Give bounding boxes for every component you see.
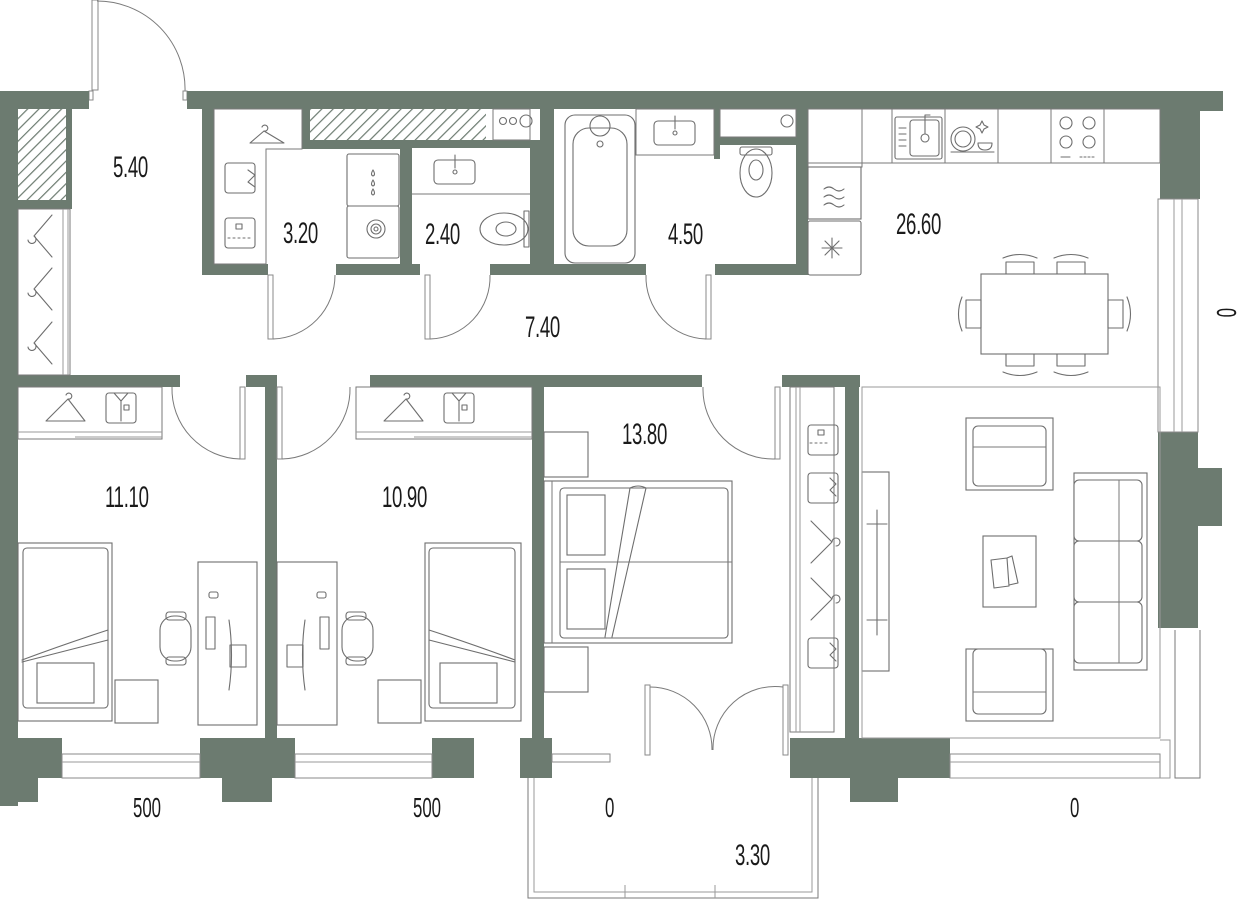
shirt-folded-icon bbox=[224, 217, 256, 249]
shirt-folded-icon bbox=[224, 162, 256, 194]
snowflake-icon bbox=[821, 237, 843, 259]
armchair-icon bbox=[965, 648, 1054, 722]
wc-fixtures bbox=[412, 154, 530, 248]
dressing-fixtures bbox=[213, 108, 533, 265]
bathtub-icon bbox=[564, 114, 636, 264]
room-area-balcony: 3.30 bbox=[735, 839, 770, 872]
shirt-icon bbox=[443, 392, 475, 424]
dimension-living-window-right: 0 bbox=[1211, 308, 1242, 318]
bathroom-fixtures bbox=[564, 108, 797, 264]
water-drops-icon bbox=[370, 169, 376, 196]
office-chair-icon bbox=[341, 611, 374, 666]
bedroom2-furniture bbox=[276, 386, 533, 726]
dimension-bedroom2-window: 500 bbox=[413, 792, 442, 823]
dishwasher-icon bbox=[950, 120, 995, 153]
cooktop-icon bbox=[1059, 116, 1097, 158]
room-area-dressing-room: 3.20 bbox=[283, 217, 318, 250]
room-area-entrance-hall: 5.40 bbox=[113, 151, 148, 184]
chair-icon bbox=[957, 253, 1132, 377]
hanger-icon bbox=[249, 124, 285, 144]
doors bbox=[171, 274, 789, 756]
sink-icon bbox=[433, 154, 476, 185]
shirt-folded-icon bbox=[807, 637, 839, 669]
room-area-bedroom-1: 11.10 bbox=[105, 481, 149, 514]
dining-table bbox=[957, 253, 1132, 377]
hanger-icon bbox=[383, 392, 424, 422]
office-chair-icon bbox=[159, 611, 192, 666]
dimension-bedroom1-window: 500 bbox=[133, 792, 162, 823]
spiral-icon bbox=[366, 219, 386, 239]
hall-wardrobe bbox=[17, 208, 71, 376]
master-wardrobe bbox=[789, 386, 841, 733]
meter-icon bbox=[498, 114, 533, 128]
hanger-icon bbox=[27, 214, 53, 365]
coffee-table bbox=[982, 535, 1037, 608]
room-area-bathroom: 4.50 bbox=[668, 218, 703, 251]
computer-icon bbox=[205, 591, 247, 691]
sofa-icon bbox=[1073, 472, 1148, 671]
room-area-master-bedroom: 13.80 bbox=[622, 418, 667, 451]
heat-waves-icon bbox=[823, 186, 845, 208]
room-area-bedroom-2: 10.90 bbox=[382, 481, 427, 514]
shirt-icon bbox=[105, 392, 137, 424]
bedroom1-furniture bbox=[17, 386, 258, 726]
hanger-icon bbox=[45, 392, 86, 422]
room-area-guest-wc: 2.40 bbox=[425, 218, 460, 251]
toilet-icon bbox=[479, 210, 530, 248]
kitchen-fixtures bbox=[807, 108, 1161, 276]
kitchen-sink-icon bbox=[894, 114, 943, 160]
windows bbox=[61, 198, 1201, 899]
computer-icon bbox=[286, 591, 330, 691]
shirt-folded-icon bbox=[807, 472, 839, 504]
toilet-icon bbox=[739, 146, 773, 198]
entrance-door bbox=[88, 0, 188, 101]
interior-walls bbox=[18, 109, 860, 738]
shirt-folded-icon bbox=[807, 424, 839, 456]
dimension-master-window: 0 bbox=[605, 792, 615, 823]
living-furniture bbox=[861, 386, 1161, 739]
room-area-corridor: 7.40 bbox=[525, 311, 560, 344]
armchair-icon bbox=[965, 417, 1054, 491]
dimension-living-window-bottom: 0 bbox=[1070, 792, 1080, 823]
outer-walls bbox=[0, 91, 1223, 806]
room-area-kitchen-living: 26.60 bbox=[896, 208, 941, 241]
hanger-icon bbox=[810, 577, 841, 621]
tv-unit bbox=[861, 471, 890, 672]
hanger-icon bbox=[810, 520, 841, 564]
sink-icon bbox=[653, 115, 696, 146]
master-bedroom-furniture bbox=[543, 431, 733, 693]
